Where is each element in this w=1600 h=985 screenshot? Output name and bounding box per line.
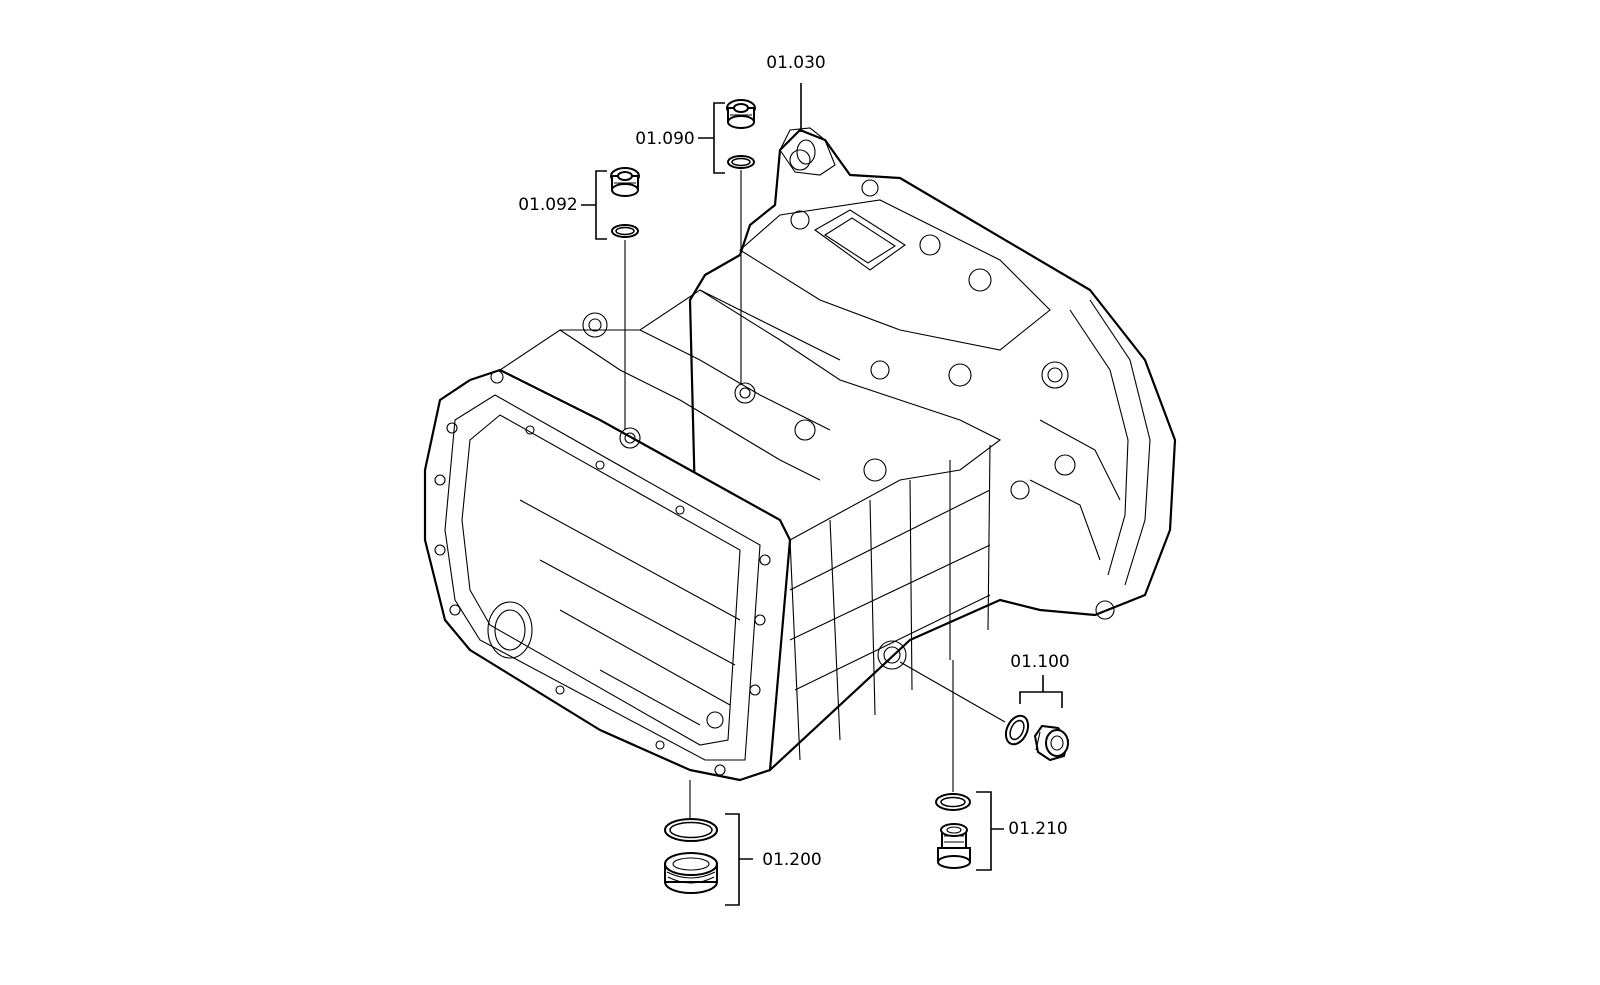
sealing-ring-icon: [611, 224, 639, 238]
callout-01-030: 01.030: [766, 53, 826, 132]
callout-01-090: 01.090: [635, 99, 756, 385]
callout-01-100: 01.100: [899, 652, 1070, 762]
screw-plug-icon: [1033, 724, 1070, 762]
callout-01-210: 01.210: [935, 660, 1068, 871]
callout-label-01-200: 01.200: [762, 850, 821, 870]
screw-plug-icon: [664, 852, 718, 894]
sealing-ring-icon: [664, 818, 718, 842]
sealing-ring-icon: [1004, 714, 1030, 746]
callout-label-01-210: 01.210: [1008, 819, 1067, 839]
callout-label-01-090: 01.090: [635, 129, 694, 149]
screw-plug-icon: [610, 167, 640, 197]
sealing-ring-icon: [727, 155, 755, 169]
callout-label-01-100: 01.100: [1010, 652, 1069, 672]
callout-label-01-030: 01.030: [766, 53, 825, 73]
transmission-housing: [423, 127, 1177, 782]
screw-plug-icon: [726, 99, 756, 129]
screw-plug-icon: [937, 823, 971, 869]
callout-01-200: 01.200: [664, 780, 822, 906]
callout-label-01-092: 01.092: [518, 195, 577, 215]
callout-01-092: 01.092: [518, 167, 640, 430]
sealing-ring-icon: [935, 793, 971, 811]
